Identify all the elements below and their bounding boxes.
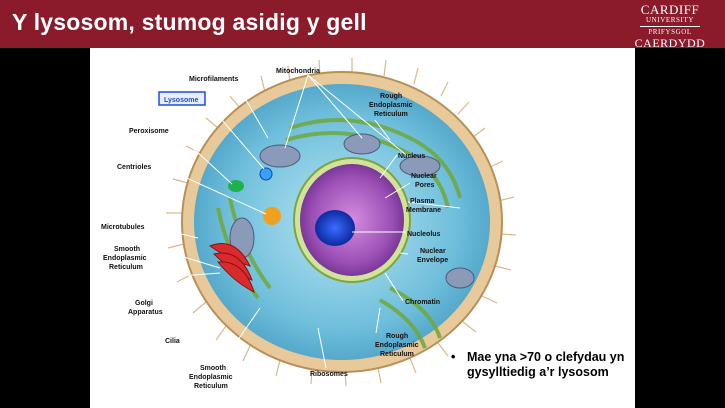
logo-line-1: CARDIFF <box>640 2 700 17</box>
logo-line-4: CAERDYDD <box>634 36 706 50</box>
lysosome-label-box <box>158 91 206 106</box>
label-peroxisome: Peroxisome <box>129 128 169 135</box>
right-letterbox <box>635 48 725 408</box>
left-letterbox <box>0 48 90 408</box>
label-lysosome: Lysosome <box>164 97 198 104</box>
label-mitochondria: Mitochondria <box>276 68 320 75</box>
label-rough-er-bottom-2: Endoplasmic <box>375 342 419 349</box>
label-centrioles: Centrioles <box>117 164 151 171</box>
label-microfilaments: Microfilaments <box>189 76 239 83</box>
label-plasma-membrane-2: Membrane <box>406 207 441 214</box>
label-smooth-er-left-3: Reticulum <box>109 264 143 271</box>
label-golgi-2: Apparatus <box>128 309 163 316</box>
logo-divider <box>640 26 700 27</box>
label-rough-er-bottom-1: Rough <box>386 333 408 340</box>
label-rough-er-top-2: Endoplasmic <box>369 102 413 109</box>
label-chromatin: Chromatin <box>405 299 440 306</box>
slide-header: Y lysosom, stumog asidig y gell CARDIFF … <box>0 0 725 50</box>
logo-line-3: PRIFYSGOL <box>648 28 692 36</box>
centriole-shape <box>263 207 281 225</box>
cilia-fringe <box>166 58 517 387</box>
label-microtubules: Microtubules <box>101 224 145 231</box>
label-smooth-er-bottom-1: Smooth <box>200 365 226 372</box>
university-logo: CARDIFF UNIVERSITY PRIFYSGOL CAERDYDD <box>625 2 715 50</box>
label-nucleolus: Nucleolus <box>407 231 441 238</box>
label-smooth-er-left-2: Endoplasmic <box>103 255 147 262</box>
label-rough-er-top-1: Rough <box>380 93 402 100</box>
cell-diagram: Microfilaments Mitochondria Lysosome Rou… <box>101 58 517 390</box>
bullet-marker: • <box>451 350 456 364</box>
bullet-text: Mae yna >70 o clefydau yn gysylltiedig a… <box>467 350 625 379</box>
label-rough-er-top-3: Reticulum <box>374 111 408 118</box>
leader-lines <box>147 74 461 369</box>
label-nuclear-envelope-2: Envelope <box>417 257 448 264</box>
label-smooth-er-bottom-3: Reticulum <box>194 383 228 390</box>
label-plasma-membrane-1: Plasma <box>410 198 435 205</box>
label-nuclear-pores-2: Pores <box>415 182 435 189</box>
slide-title: Y lysosom, stumog asidig y gell <box>12 9 367 35</box>
label-smooth-er-left-1: Smooth <box>114 246 140 253</box>
label-golgi-1: Golgi <box>135 300 153 307</box>
label-cilia: Cilia <box>165 338 180 345</box>
nucleolus-shape <box>315 210 355 246</box>
golgi-shape <box>208 243 255 293</box>
logo-line-2: UNIVERSITY <box>646 16 694 24</box>
label-nucleus: Nucleus <box>398 153 425 160</box>
label-ribosomes: Ribosomes <box>310 371 348 378</box>
label-rough-er-bottom-3: Reticulum <box>380 351 414 358</box>
label-nuclear-pores-1: Nuclear <box>411 173 437 180</box>
slide-content: Microfilaments Mitochondria Lysosome Rou… <box>90 48 635 408</box>
label-smooth-er-bottom-2: Endoplasmic <box>189 374 233 381</box>
lysosome-shape <box>259 167 273 181</box>
label-nuclear-envelope-1: Nuclear <box>420 248 446 255</box>
peroxisome-shape <box>228 180 244 192</box>
